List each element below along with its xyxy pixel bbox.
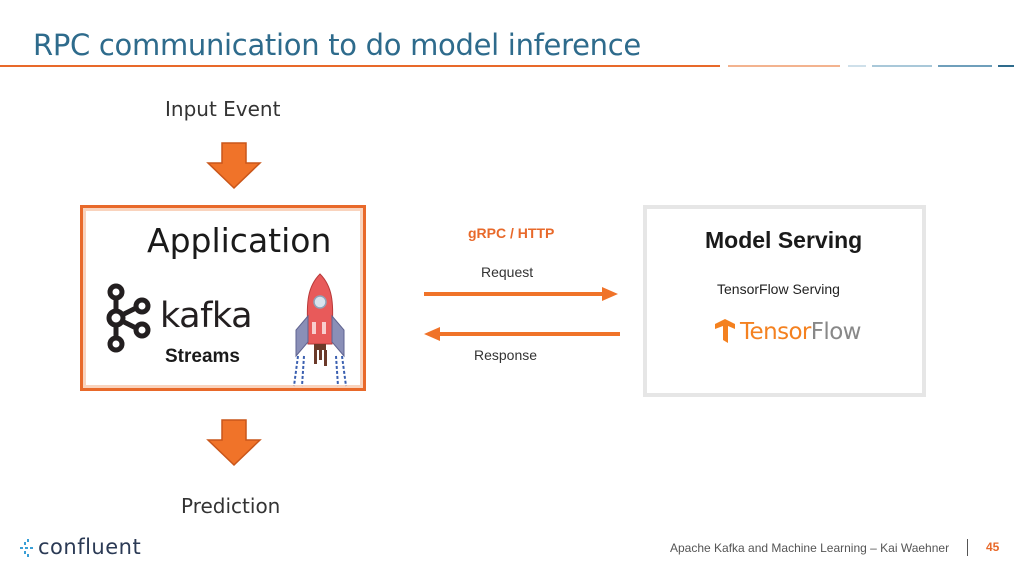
request-label: Request: [481, 264, 534, 280]
kafka-logo-icon: [106, 283, 151, 353]
response-label: Response: [474, 347, 538, 363]
page-number: 45: [986, 540, 1000, 554]
confluent-wordmark: confluent: [38, 535, 142, 559]
tensorflow-serving-label: TensorFlow Serving: [717, 281, 840, 297]
model-serving-title: Model Serving: [705, 227, 863, 253]
footer-credit: Apache Kafka and Machine Learning – Kai …: [670, 541, 950, 555]
left-arrow-icon: [424, 327, 620, 341]
tensorflow-wordmark-prefix: Tensor: [740, 319, 811, 345]
input-event-label: Input Event: [165, 97, 281, 121]
right-arrow-icon: [424, 287, 618, 301]
down-arrow-icon: [206, 142, 262, 190]
footer-divider: [967, 539, 968, 556]
tensorflow-logo-icon: [715, 319, 735, 343]
rocket-icon: [293, 273, 347, 387]
title-underline: [0, 65, 1014, 67]
kafka-wordmark: kafka: [160, 296, 253, 336]
down-arrow-icon: [206, 419, 262, 467]
slide-title: RPC communication to do model inference: [33, 28, 641, 62]
streams-label: Streams: [165, 346, 240, 367]
application-title: Application: [147, 221, 332, 260]
prediction-label: Prediction: [181, 494, 281, 518]
protocol-label: gRPC / HTTP: [468, 225, 555, 241]
tensorflow-wordmark: TensorFlow: [740, 319, 861, 345]
model-serving-box: [643, 205, 926, 397]
tensorflow-wordmark-suffix: Flow: [810, 319, 862, 345]
confluent-logo-icon: [20, 539, 33, 557]
